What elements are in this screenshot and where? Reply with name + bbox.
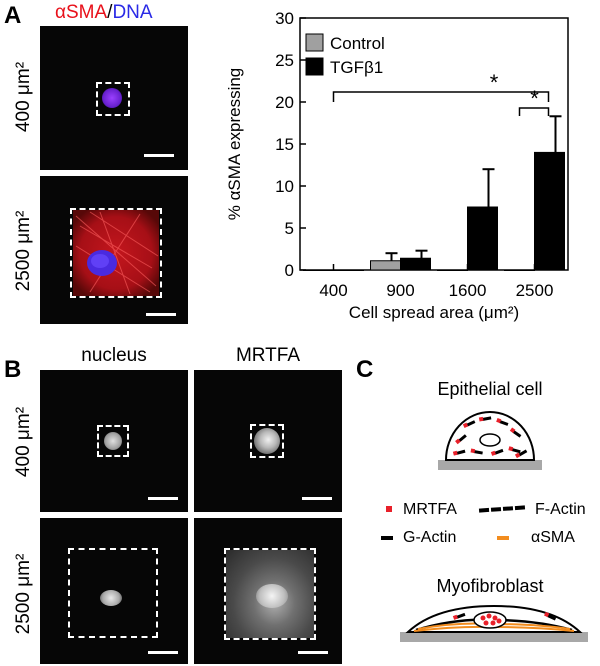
legend-swatch [305,33,324,52]
panel-a-title: αSMA/DNA [55,2,153,24]
mrtfa-2500-nucleus [256,584,288,608]
x-tick-label: 900 [386,281,414,300]
nucleus-2500 [100,590,122,606]
bar-control [437,269,468,271]
y-tick-label: 15 [275,135,294,154]
asma-legend-label: αSMA [531,529,575,546]
pattern-outline-400 [250,424,284,458]
y-tick-label: 25 [275,51,294,70]
significance-star: * [490,70,499,95]
y-tick-label: 5 [285,219,294,238]
asma-legend-icon [497,536,509,540]
legend-swatch [305,57,324,76]
epithelial-cell-diagram [438,411,542,470]
bar-control [370,260,401,271]
gactin-mrtfa-complex [452,612,466,620]
panel-b-row2-label: 2500 μm² [13,553,34,635]
cell-400-asma [102,88,122,108]
gactin-legend-icon [381,536,393,540]
factin-legend-icon [478,505,526,513]
scale-bar [302,497,332,500]
y-tick-label: 20 [275,93,294,112]
micrograph-mrtfa-2500 [194,518,342,664]
mrtfa-legend-label: MRTFA [403,501,457,518]
panel-a-row1-label: 400 μm² [13,61,34,133]
x-axis-label: Cell spread area (μm²) [349,303,519,322]
mrtfa-legend-icon [386,506,392,512]
bar-tgfb1 [467,206,498,271]
scale-bar [144,154,174,157]
significance-bracket [332,91,550,102]
dna-title-text: DNA [112,2,153,23]
nuclear-mrtfa [480,613,502,626]
panel-a-row2-label: 2500 μm² [13,210,34,292]
micrograph-asma-400 [40,26,188,170]
nucleus-shape [479,433,501,447]
bar-control [504,269,535,271]
significance-bracket [518,107,550,116]
y-tick-label: 30 [275,9,294,28]
panel-b-col1-label: nucleus [81,345,147,366]
legend-label: TGFβ1 [330,58,383,77]
significance-star: * [530,86,539,111]
legend-label: Control [330,34,385,53]
pattern-outline-400 [96,82,130,116]
panel-b-row1-label: 400 μm² [13,406,34,478]
substrate [438,460,542,470]
bar-tgfb1 [333,269,364,271]
micrograph-mrtfa-400 [194,370,342,512]
scale-bar [146,313,176,316]
scale-bar [148,651,178,654]
chart-axes [299,17,569,271]
epithelial-cell-label: Epithelial cell [437,379,543,399]
pattern-outline-2500 [70,208,162,298]
micrograph-asma-2500 [40,176,188,324]
y-tick-label: 10 [275,177,294,196]
bar-tgfb1 [400,257,431,271]
y-axis-label: % αSMA expressing [225,68,244,221]
asma-title-text: αSMA [55,2,108,23]
panel-letter-a: A [4,2,22,29]
x-tick-label: 400 [319,281,347,300]
mrtfa-gactin-complexes [452,416,528,459]
title-slash: / [107,2,113,23]
gactin-mrtfa-complex [544,611,557,621]
cell-2500-asma [73,210,159,296]
nucleus-400 [104,432,122,450]
x-tick-label: 2500 [516,281,554,300]
micrograph-nucleus-400 [40,370,188,512]
myofibroblast-label: Myofibroblast [436,576,544,596]
x-tick-label: 1600 [449,281,487,300]
chart-bars [303,115,565,271]
mrtfa-400-cell [254,428,280,454]
plot-frame [299,17,569,271]
panel-b-col2-label: MRTFA [235,345,301,366]
bar-control [303,269,334,271]
gactin-legend-label: G-Actin [403,529,457,546]
bar-tgfb1 [534,151,565,271]
y-tick-label: 0 [285,261,294,280]
substrate [400,632,588,642]
scale-bar [148,497,178,500]
pattern-outline-400 [97,425,129,457]
micrograph-nucleus-2500 [40,518,188,664]
pattern-outline-2500 [224,548,316,640]
pattern-outline-2500 [68,548,158,638]
scale-bar [298,651,328,654]
myofibroblast-diagram [400,604,588,642]
factin-legend-label: F-Actin [535,501,586,518]
panel-letter-b: B [4,356,22,383]
panel-letter-c: C [356,356,374,383]
